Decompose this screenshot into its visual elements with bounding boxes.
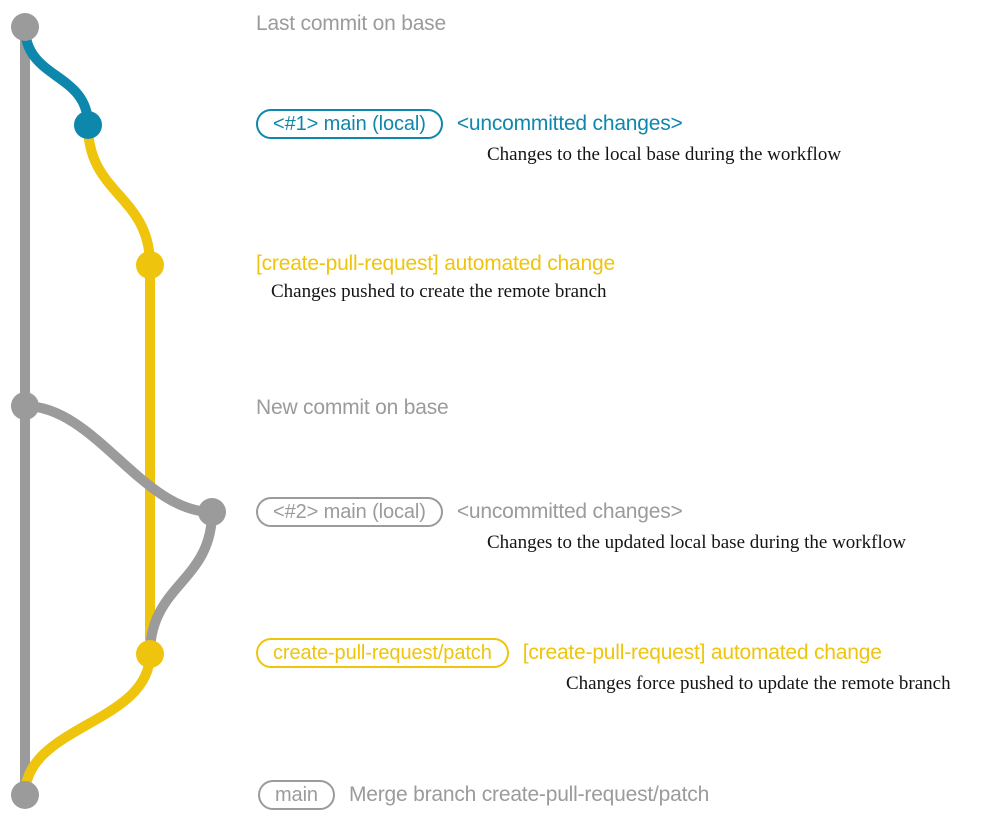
branch-pill-main-local-2[interactable]: <#2> main (local) — [256, 497, 443, 527]
commit-subject: <uncommitted changes> — [456, 500, 683, 523]
commit-row-main: <#2> main (local) <uncommitted changes> — [256, 497, 906, 527]
commit-row-automated-change-1: [create-pull-request] automated change C… — [256, 252, 615, 303]
commit-row-main: main Merge branch create-pull-request/pa… — [258, 780, 709, 810]
edge-base-to-side — [20, 401, 217, 517]
commit-subject: [create-pull-request] automated change — [256, 252, 615, 275]
edge-patch-to-merge — [20, 649, 155, 800]
commit-node-base-top[interactable] — [11, 13, 39, 41]
commit-row-commit-1-local: <#1> main (local) <uncommitted changes> … — [256, 109, 841, 166]
commit-node-patch-2[interactable] — [136, 640, 164, 668]
commit-node-local-2[interactable] — [198, 498, 226, 526]
commit-description: Changes to the local base during the wor… — [487, 144, 842, 165]
commit-node-patch-1[interactable] — [136, 251, 164, 279]
commit-description: Changes pushed to create the remote bran… — [271, 281, 607, 302]
branch-pill-main[interactable]: main — [258, 780, 335, 810]
commit-row-new-commit-on-base: New commit on base — [256, 396, 449, 420]
commit-subject: <uncommitted changes> — [456, 112, 683, 135]
edge-local-to-patch — [83, 120, 155, 270]
commit-row-main: create-pull-request/patch [create-pull-r… — [256, 638, 951, 668]
commit-row-last-commit-on-base: Last commit on base — [256, 12, 446, 36]
edge-base-to-local — [20, 22, 93, 130]
commit-row-merge: main Merge branch create-pull-request/pa… — [258, 780, 709, 810]
commit-subject: [create-pull-request] automated change — [522, 641, 882, 664]
commit-node-merge[interactable] — [11, 781, 39, 809]
branch-pill-create-pull-request-patch[interactable]: create-pull-request/patch — [256, 638, 509, 668]
commit-subject: Last commit on base — [256, 12, 446, 35]
commit-subject: New commit on base — [256, 396, 449, 419]
commit-description: Changes to the updated local base during… — [487, 532, 906, 553]
commit-row-main: [create-pull-request] automated change — [256, 252, 615, 276]
commit-description: Changes force pushed to update the remot… — [566, 673, 951, 694]
edge-side-to-patch — [145, 507, 217, 659]
commit-node-base-new[interactable] — [11, 392, 39, 420]
commit-row-commit-2-local: <#2> main (local) <uncommitted changes> … — [256, 497, 906, 554]
commit-row-main: New commit on base — [256, 396, 449, 420]
commit-row-main: <#1> main (local) <uncommitted changes> — [256, 109, 841, 139]
commit-node-local-1[interactable] — [74, 111, 102, 139]
commit-row-automated-change-2: create-pull-request/patch [create-pull-r… — [256, 638, 951, 695]
commit-subject: Merge branch create-pull-request/patch — [348, 783, 710, 806]
branch-pill-main-local-1[interactable]: <#1> main (local) — [256, 109, 443, 139]
commit-row-main: Last commit on base — [256, 12, 446, 36]
